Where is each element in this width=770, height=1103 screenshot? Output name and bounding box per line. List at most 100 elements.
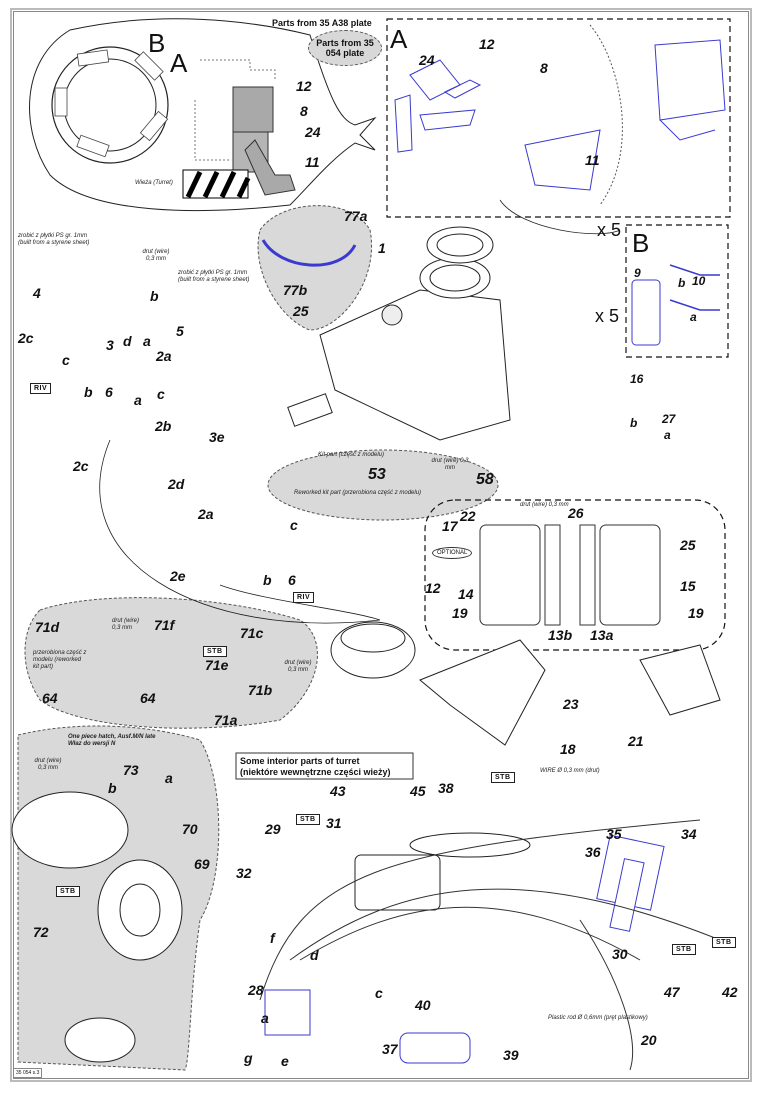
- styrene-note-2: zrobić z płytki PS gr. 1mm(built from a …: [178, 270, 250, 283]
- part-6: 6: [105, 384, 113, 400]
- part-73b: b: [108, 780, 117, 796]
- part-c: c: [62, 352, 70, 368]
- stb-badge-29: STB: [296, 814, 320, 825]
- multiplier-x5-a: x 5: [597, 220, 622, 240]
- part-45: 45: [410, 783, 426, 799]
- part-22: 22: [460, 508, 476, 524]
- part-31: 31: [326, 815, 342, 831]
- riv-badge-1: RIV: [30, 383, 52, 394]
- optional-tag: OPTIONAL: [432, 547, 473, 559]
- header-054-plate: Parts from 35 054 plate: [308, 30, 382, 66]
- part-6c: c: [157, 386, 165, 402]
- callout-a-label: A: [170, 48, 188, 78]
- part-72: 72: [33, 924, 49, 940]
- part-39: 39: [503, 1047, 519, 1063]
- wire-rod-note: WIRE Ø 0,3 mm (drut): [540, 768, 600, 774]
- part-10a: a: [690, 310, 697, 324]
- kit-part-note: Kit part (część z modelu): [318, 452, 385, 458]
- part-70: 70: [182, 821, 198, 837]
- part-3e: 3e: [209, 429, 225, 445]
- part-73a: a: [165, 770, 173, 786]
- wire-note-hatch: drut (wire) 0,3 mm: [34, 758, 62, 771]
- styrene-note-1: zrobić z płytki PS gr. 1mm(built from a …: [18, 233, 90, 246]
- part-18: 18: [560, 741, 576, 757]
- part-13a: 13a: [590, 627, 614, 643]
- part-2d: 2d: [168, 476, 185, 492]
- box-a: [386, 18, 731, 218]
- part-14: 14: [458, 586, 474, 602]
- box-a-part-8: 8: [540, 60, 548, 76]
- part-a: a: [143, 333, 151, 349]
- wire-note-1: drut (wire) 0,3 mm: [142, 249, 170, 262]
- box-b-title: B: [632, 228, 650, 258]
- multiplier-x5-b: x 5: [595, 306, 620, 326]
- part-2a: 2a: [156, 348, 172, 364]
- part-e: e: [281, 1053, 289, 1069]
- interior-title-box: [235, 752, 414, 780]
- wire-note-3: drut (wire) 0,3 mm: [520, 502, 569, 508]
- shade-area-77: [257, 205, 372, 331]
- part-40: 40: [415, 997, 431, 1013]
- turret-body: [319, 289, 511, 441]
- wire-note-71b: drut (wire) 0,3 mm: [284, 660, 312, 673]
- part-34: 34: [681, 826, 697, 842]
- part-16: 16: [630, 372, 644, 386]
- box-a-title: A: [390, 24, 408, 54]
- part-73: 73: [123, 762, 139, 778]
- part-8: 8: [300, 103, 308, 119]
- part-6b: b: [84, 384, 93, 400]
- part-a-28: a: [261, 1010, 269, 1026]
- part-2e: 2e: [170, 568, 186, 584]
- part-47: 47: [664, 984, 680, 1000]
- part-77a: 77a: [344, 208, 368, 224]
- part-2a-2: 2a: [198, 506, 214, 522]
- callout-b-label: B: [148, 28, 166, 58]
- part-d: d: [123, 333, 132, 349]
- part-27a: a: [664, 428, 671, 442]
- section-part-24: [232, 86, 274, 133]
- turret-note: Wieża (Turret): [135, 180, 173, 186]
- part-71b: 71b: [248, 682, 273, 698]
- part-2c-2: 2c: [73, 458, 89, 474]
- part-27b: b: [630, 416, 638, 430]
- part-71c: 71c: [240, 625, 264, 641]
- stb-badge-38: STB: [491, 772, 515, 783]
- part-58: 58: [476, 471, 494, 488]
- part-64-right: 64: [140, 690, 156, 706]
- part-32: 32: [236, 865, 252, 881]
- part-b: b: [150, 288, 159, 304]
- part-43: 43: [330, 783, 346, 799]
- box-b: [625, 224, 729, 358]
- part-3: 3: [106, 337, 114, 353]
- part-5: 5: [176, 323, 184, 339]
- stb-badge-34: STB: [712, 937, 736, 948]
- box-a-part-11: 11: [585, 152, 600, 168]
- part-10: 10: [692, 274, 706, 288]
- riv-badge-2: RIV: [293, 592, 315, 603]
- part-25: 25: [293, 303, 309, 319]
- part-25-door: 25: [680, 537, 696, 553]
- part-19-left: 19: [452, 605, 468, 621]
- plastic-rod-note: Plastic rod Ø 0,6mm (pręt plastikowy): [548, 1015, 648, 1021]
- part-37: 37: [382, 1041, 398, 1057]
- part-53: 53: [368, 466, 386, 483]
- part-2c: 2c: [18, 330, 34, 346]
- part-12: 12: [296, 78, 312, 94]
- part-10b: b: [678, 276, 686, 290]
- part-27: 27: [662, 412, 676, 426]
- header-a38-plate: Parts from 35 A38 plate: [272, 18, 372, 28]
- part-29: 29: [265, 821, 281, 837]
- part-b-2: b: [263, 572, 272, 588]
- part-24: 24: [305, 124, 321, 140]
- part-12-door: 12: [425, 580, 441, 596]
- part-6a: a: [134, 392, 142, 408]
- part-15: 15: [680, 578, 696, 594]
- part-38: 38: [438, 780, 454, 796]
- part-69: 69: [194, 856, 210, 872]
- box-a-part-12: 12: [479, 36, 495, 52]
- part-2b: 2b: [155, 418, 172, 434]
- part-f: f: [270, 930, 275, 946]
- part-23: 23: [563, 696, 579, 712]
